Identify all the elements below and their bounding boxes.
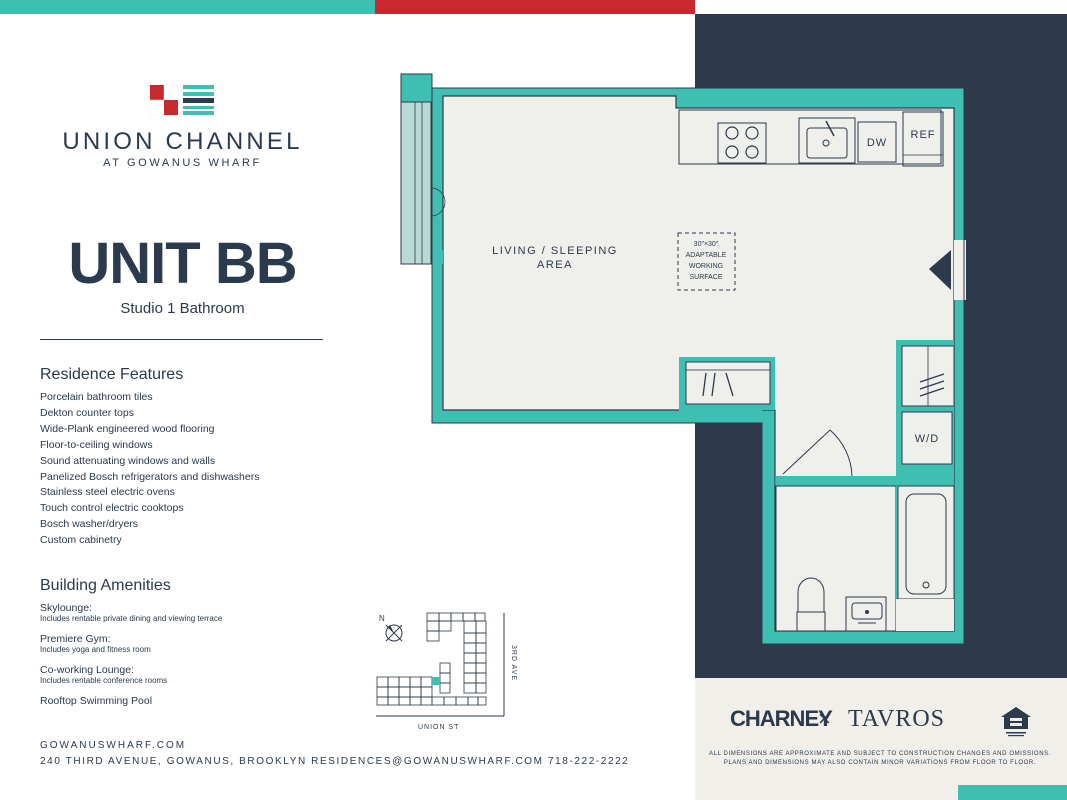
amenity-description: Includes yoga and fitness room [40,645,151,654]
union-channel-logo-icon [150,85,214,115]
window [400,101,432,265]
charney-logo: CHARNEY [730,706,833,731]
floor-plan: DW REF LIVING / SLEEPING AREA 30"×30" AD… [400,73,966,645]
hangers-icon [702,372,734,397]
north-label: N [379,614,385,623]
feature-item: Floor-to-ceiling windows [40,438,153,451]
unit-type: Studio 1 Bathroom [120,300,245,317]
toilet-icon [796,577,826,632]
feature-item: Porcelain bathroom tiles [40,391,153,403]
amenities-heading: Building Amenities [40,577,171,594]
equal-housing-opportunity-icon [1001,707,1031,737]
top-bar-red [375,0,695,14]
features-heading: Residence Features [40,366,184,383]
brand-name: UNION CHANNEL [62,128,303,155]
brand-subtitle: AT GOWANUS WHARF [103,157,262,169]
bathtub-icon [897,485,955,600]
washer-dryer [901,411,953,465]
divider [40,339,323,340]
website-link[interactable]: GOWANUSWHARF.COM [40,740,187,751]
cooktop-icon [717,122,767,164]
bathroom-sink-icon [845,596,887,632]
disclaimer: ALL DIMENSIONS ARE APPROXIMATE AND SUBJE… [700,750,1060,768]
closet [685,361,771,405]
feature-item: Bosch washer/dryers [40,518,139,531]
disclaimer-line-1: ALL DIMENSIONS ARE APPROXIMATE AND SUBJE… [709,751,1051,757]
unit-location-marker [432,677,440,685]
refrigerator [902,111,944,167]
feature-item: Sound attenuating windows and walls [40,454,216,467]
street-label-union: UNION ST [418,724,459,731]
dishwasher-label: DW [867,137,887,149]
partner-separator: × [818,706,831,731]
street-label-3rd: 3RD AVE [510,645,517,681]
key-plan: N UNION ST 3RD AVE [376,612,517,731]
kitchen-counter [678,109,942,165]
surface-label-1: 30"×30" [694,241,719,248]
contact-address: 240 THIRD AVENUE, GOWANUS, BROOKLYN RESI… [40,756,630,767]
bathroom [775,485,897,632]
features-list: Porcelain bathroom tiles Dekton counter … [40,390,259,549]
living-label-line1: LIVING / SLEEPING [492,245,618,257]
dishwasher [857,121,897,163]
feature-item: Dekton counter tops [40,406,134,419]
right-footer-panel [695,678,1067,800]
adaptable-surface [677,232,736,291]
top-bar-teal [0,0,375,14]
feature-item: Panelized Bosch refrigerators and dishwa… [40,470,260,483]
north-arrow-icon [385,624,403,642]
surface-label-4: SURFACE [689,274,722,281]
feature-item: Touch control electric cooktops [40,502,184,515]
tavros-logo: TAVROS [848,706,945,732]
feature-item: Custom cabinetry [40,534,122,547]
disclaimer-line-2: PLANS AND DIMENSIONS MAY ALSO CONTAIN MI… [723,760,1037,766]
feature-item: Stainless steel electric ovens [40,486,175,499]
amenity-title: Co-working Lounge: [40,664,134,676]
amenity-title: Skylounge: [40,602,92,614]
amenity-title: Premiere Gym: [40,633,111,645]
washer-dryer-label: W/D [915,433,939,445]
kitchen-sink-icon [798,117,856,164]
refrigerator-label: REF [911,129,936,141]
surface-label-2: ADAPTABLE [686,252,727,259]
amenity-description: Includes rentable private dining and vie… [40,614,223,623]
surface-label-3: WORKING [689,263,723,270]
feature-item: Wide-Plank engineered wood flooring [40,422,215,435]
amenity-title: Rooftop Swimming Pool [40,695,153,707]
unit-title: UNIT BB [68,231,297,296]
living-label-line2: AREA [537,259,573,271]
entry-arrow-icon [929,250,951,290]
amenity-description: Includes rentable conference rooms [40,676,168,685]
amenities-list: Skylounge: Includes rentable private din… [40,602,222,707]
bottom-teal-accent [958,785,1067,800]
